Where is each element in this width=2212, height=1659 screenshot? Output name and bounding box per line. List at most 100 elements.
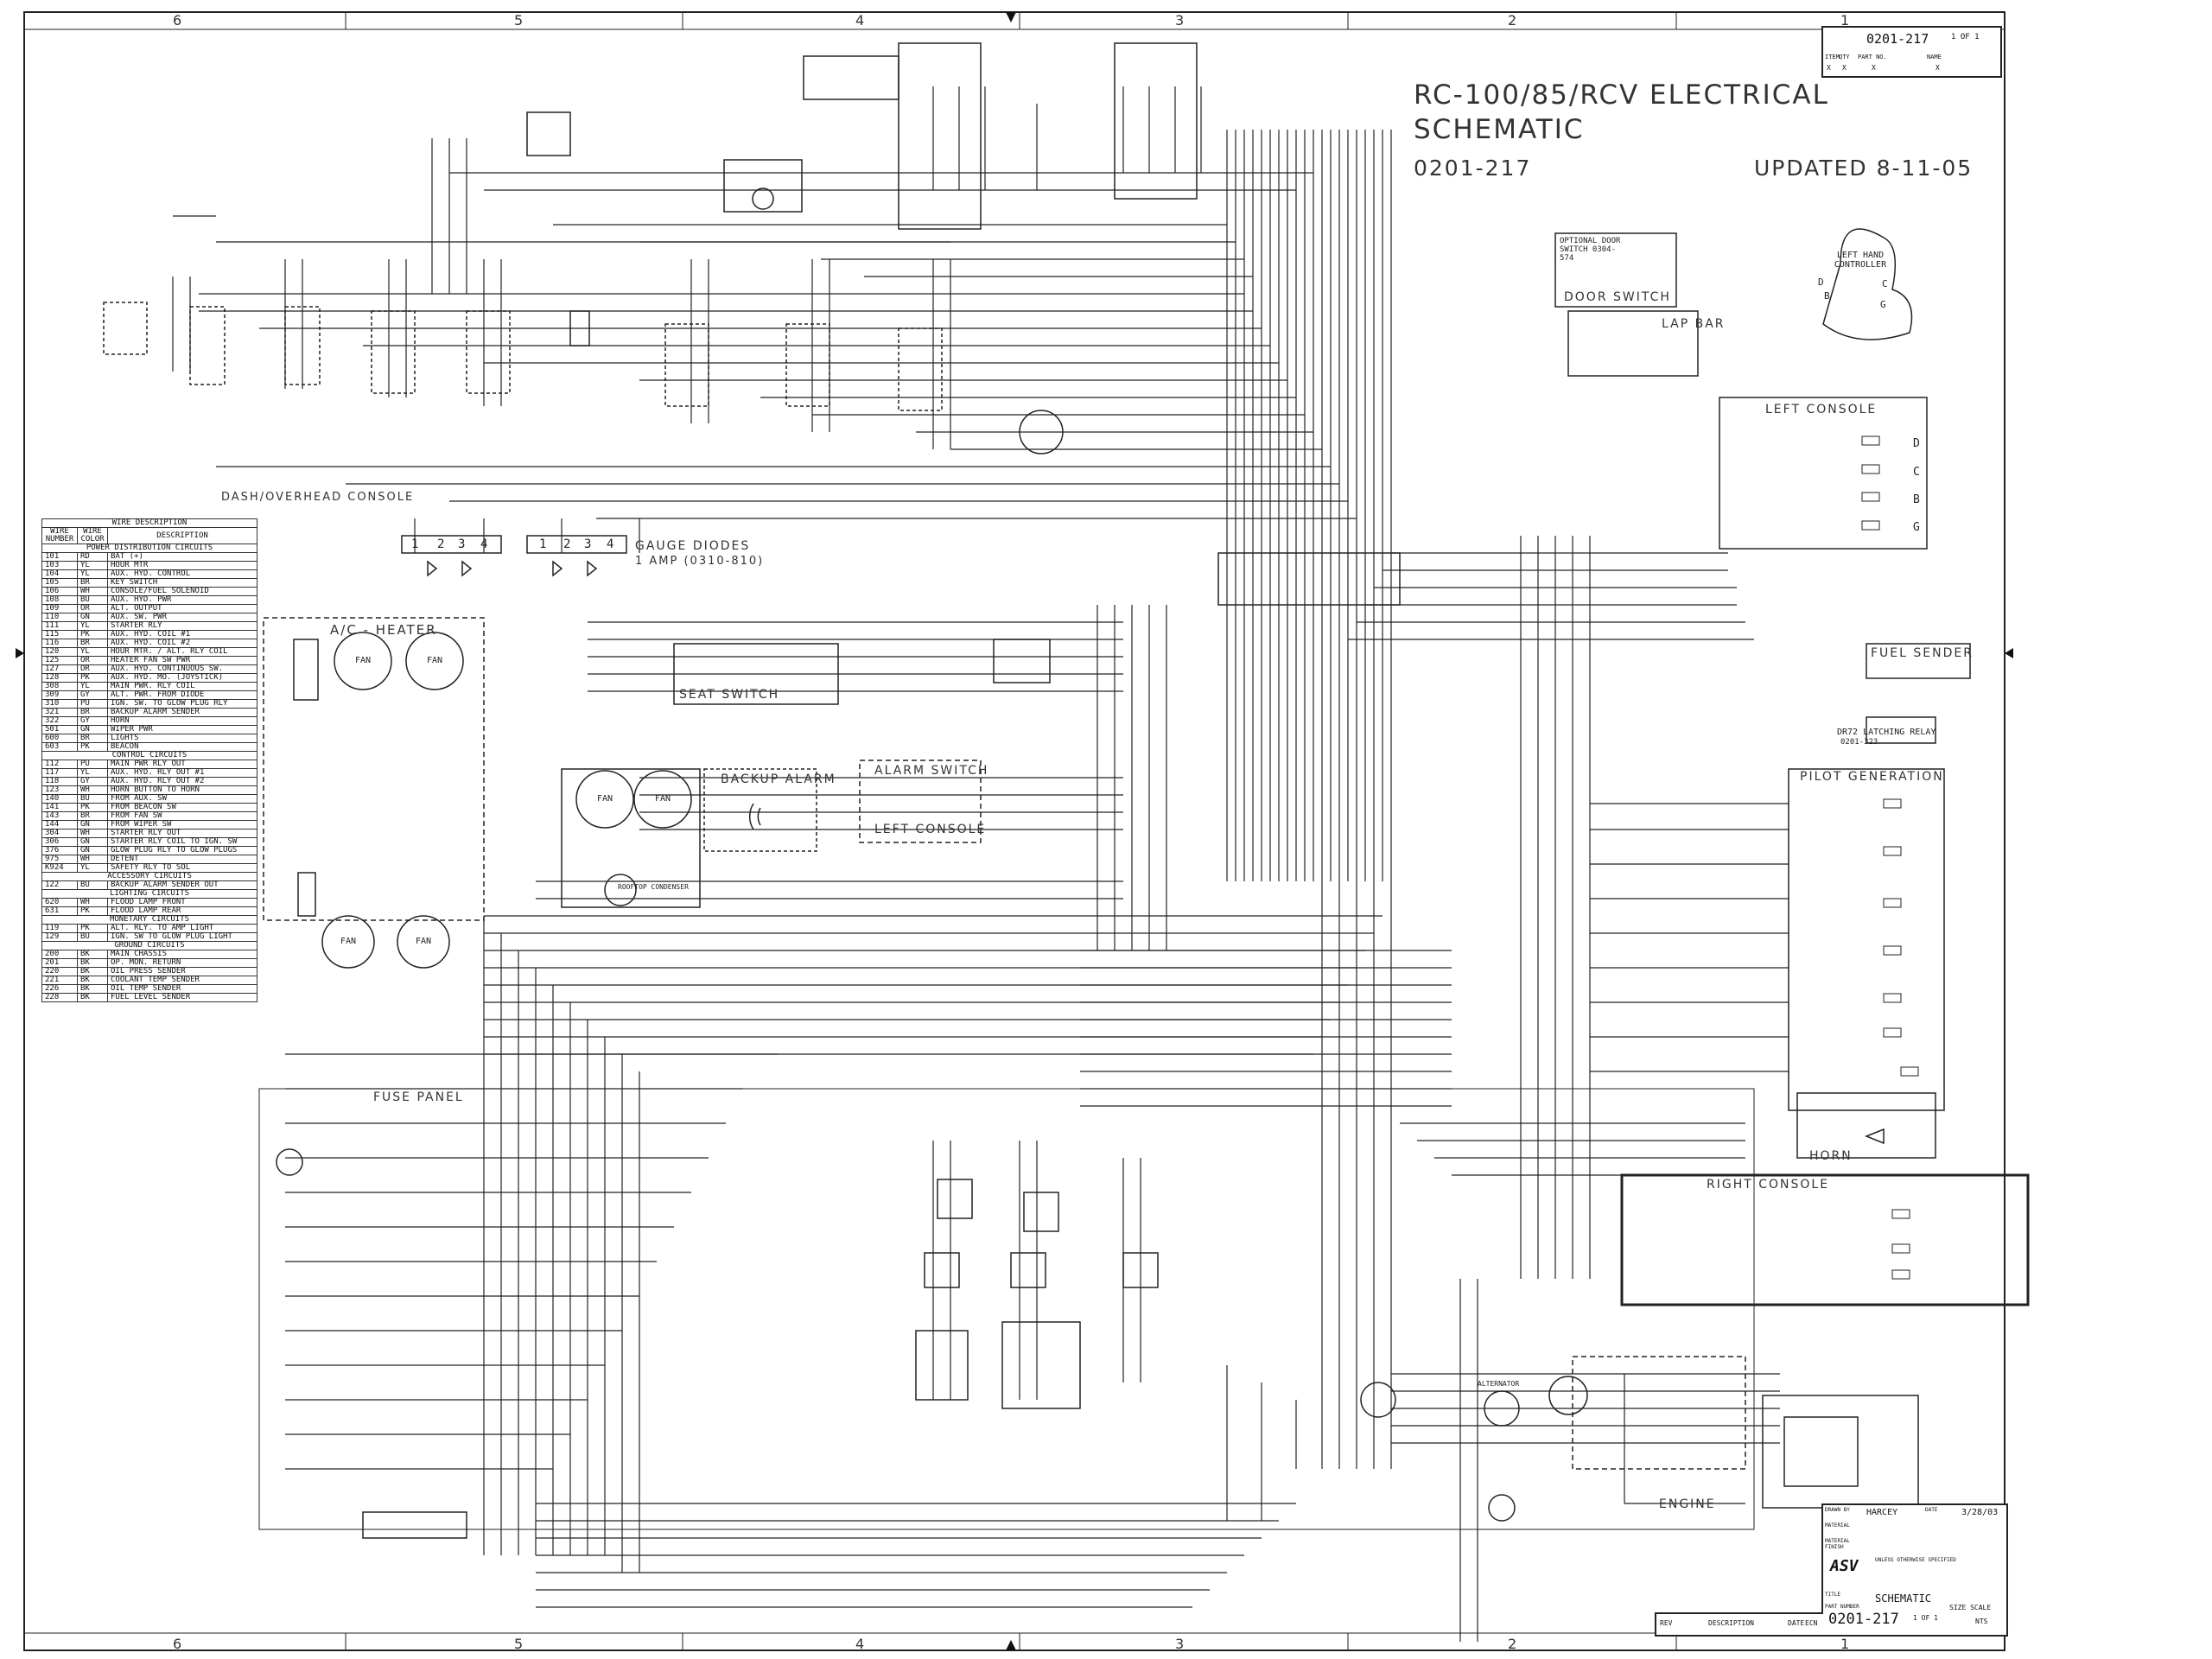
wire-number: 309 [41, 690, 78, 700]
wire-number: 221 [41, 976, 78, 985]
wire-table-header: WIRE NUMBER [41, 527, 78, 544]
wire-color: BR [77, 578, 108, 588]
wire-number: 117 [41, 768, 78, 778]
joystick-letter: C [1882, 278, 1888, 289]
wire-color: YL [77, 682, 108, 691]
wire-color: WH [77, 587, 108, 596]
wire-color: OR [77, 604, 108, 613]
border-number: 5 [514, 1636, 525, 1652]
wire-description: BACKUP ALARM SENDER OUT [107, 880, 257, 890]
wire-color: OR [77, 656, 108, 665]
wire-section-title: MONETARY CIRCUITS [41, 915, 257, 925]
wire-number: 118 [41, 777, 78, 786]
wire-table-section: CONTROL CIRCUITS [41, 751, 257, 760]
wire-color: PU [77, 699, 108, 709]
wire-number: 127 [41, 664, 78, 674]
wire-section-title: POWER DISTRIBUTION CIRCUITS [41, 543, 257, 553]
revision-header: PART NO. [1858, 54, 1887, 60]
wire-description: AUX. HYD. COIL #2 [107, 639, 257, 648]
wire-table-section: MONETARY CIRCUITS [41, 915, 257, 925]
fan-label: FAN [597, 794, 613, 804]
date-label: DATE [1925, 1507, 1938, 1513]
wire-number: 308 [41, 682, 78, 691]
wire-description: FROM AUX. SW [107, 794, 257, 804]
wire-number: 105 [41, 578, 78, 588]
wire-description: STARTER RLY OUT [107, 829, 257, 838]
wire-description: FROM WIPER SW [107, 820, 257, 830]
border-number: 4 [855, 1636, 867, 1652]
wire-number: 376 [41, 846, 78, 855]
wire-number: 200 [41, 950, 78, 959]
wire-number: 975 [41, 855, 78, 864]
wire-description: BAT (+) [107, 552, 257, 562]
wire-number: 123 [41, 785, 78, 795]
gauge-diodes-sublabel: 1 AMP (0310-810) [635, 555, 765, 568]
finish-label: MATERIAL FINISH [1825, 1538, 1850, 1550]
wire-color: BR [77, 811, 108, 821]
border-number: 3 [1175, 1636, 1186, 1652]
wire-color: BU [77, 794, 108, 804]
wire-description: LIGHTS [107, 734, 257, 743]
fan-label: FAN [427, 656, 443, 665]
wire-description: BEACON [107, 742, 257, 752]
title-block: DRAWN BY HARCEY DATE 3/28/03 MATERIAL MA… [1821, 1503, 2008, 1637]
left-console-small-label: LEFT CONSOLE [874, 823, 987, 836]
alarm-switch-label: ALARM SWITCH [874, 764, 989, 778]
latching-relay-label: DR72 LATCHING RELAY [1837, 728, 1936, 737]
wire-description: FROM BEACON SW [107, 803, 257, 812]
wire-description: FUEL LEVEL SENDER [107, 993, 257, 1002]
ac-heater-label: A/C - HEATER [330, 622, 437, 638]
wire-description: FLOOD LAMP FRONT [107, 898, 257, 907]
wire-color: GY [77, 777, 108, 786]
wire-number: 201 [41, 958, 78, 968]
wire-number: 306 [41, 837, 78, 847]
wire-description: STARTER RLY [107, 621, 257, 631]
diode-pin: 2 [563, 537, 571, 551]
wire-number: 228 [41, 993, 78, 1002]
wire-section-title: GROUND CIRCUITS [41, 941, 257, 950]
wire-color: PK [77, 924, 108, 933]
wire-description: AUX. HYD. MO. (JOYSTICK) [107, 673, 257, 683]
wire-description: HORN [107, 716, 257, 726]
rev-header: DATE [1788, 1619, 1805, 1627]
left-console-label: LEFT CONSOLE [1765, 403, 1878, 416]
diode-pin: 3 [458, 537, 466, 551]
diode-pin: 4 [480, 537, 488, 551]
wire-description: COOLANT TEMP SENDER [107, 976, 257, 985]
right-console-label: RIGHT CONSOLE [1707, 1178, 1830, 1192]
border-number: 3 [1175, 12, 1186, 29]
wire-number: 103 [41, 561, 78, 570]
wire-color: YL [77, 647, 108, 657]
wire-description: OIL PRESS SENDER [107, 967, 257, 976]
wire-number: 143 [41, 811, 78, 821]
wire-color: PK [77, 673, 108, 683]
wire-number: 122 [41, 880, 78, 890]
wire-description: HEATER FAN SW PWR [107, 656, 257, 665]
size-scale-label: SIZE SCALE [1949, 1604, 1992, 1611]
engine-label: ENGINE [1659, 1497, 1716, 1511]
diode-pin: 1 [539, 537, 547, 551]
wire-description-table: WIRE DESCRIPTION WIRE NUMBER WIRE COLOR … [41, 518, 257, 1002]
wire-description: AUX. HYD. COIL #1 [107, 630, 257, 639]
revision-header: NAME [1927, 54, 1942, 60]
wire-number: 120 [41, 647, 78, 657]
wire-color: GY [77, 716, 108, 726]
left-hand-controller-label: LEFT HAND CONTROLLER [1834, 251, 1887, 270]
wire-number: 321 [41, 708, 78, 717]
wire-color: BK [77, 984, 108, 994]
